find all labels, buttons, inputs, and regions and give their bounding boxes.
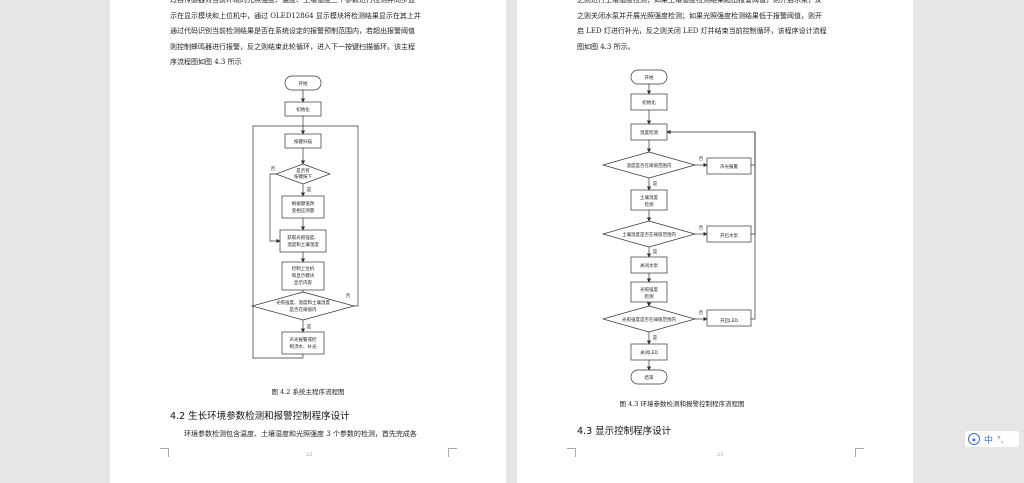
page-number: 23 [717, 452, 724, 458]
flow-init-label: 初始化 [642, 99, 656, 106]
page-corner-mark [567, 448, 576, 457]
flow-acquire-label: 获取光照强度、 [287, 234, 319, 241]
page-corner-mark [855, 448, 864, 457]
flow-no-label: 否 [346, 293, 351, 299]
flow-temp-decision-label: 温度是否在阈值范围内 [627, 162, 672, 169]
flow-init-label: 初始化 [296, 106, 310, 113]
flow-yes-label: 是 [653, 181, 658, 187]
flow-no-label: 否 [699, 225, 704, 231]
flow-yes-label: 是 [653, 335, 658, 341]
flow-no-label: 否 [699, 310, 704, 316]
flow-range-decision-label: 是否在阈值内 [290, 306, 317, 313]
page-number: 22 [306, 452, 313, 458]
flow-sound-alarm-label: 声光报警 [720, 163, 738, 170]
flow-acquire-node [279, 229, 327, 253]
flow-key-decision [274, 163, 332, 185]
section-heading: 4.3 显示控制程序设计 [577, 426, 672, 437]
flow-pump-off-label: 关闭水泵 [640, 262, 658, 269]
flow-range-decision-label: 光照强度、温度和土壤湿度 [276, 299, 330, 306]
flow-adjust-label: 变相应测量 [292, 207, 315, 214]
figure-caption: 图 4.2 系统主程序流程图 [271, 388, 345, 396]
flow-control-label: 显示内容 [294, 279, 312, 286]
flow-light-detect-label: 光照强度 [640, 286, 658, 293]
figure-caption: 图 4.3 环境参数检测和报警控制程序流程图 [619, 400, 745, 408]
flow-no-label: 否 [699, 156, 704, 162]
flow-yes-label: 是 [653, 249, 658, 255]
flow-key-decision-label: 是否有 [296, 167, 310, 174]
flow-pump-on-label: 开启水泵 [720, 232, 738, 239]
page-corner-mark [448, 448, 457, 457]
flow-yes-label: 是 [307, 187, 312, 193]
env-detection-flowchart: 开始 初始化 温度检测 温度是否在阈值范围内 声光报警 土壤湿度 检测 土壤湿度… [601, 69, 756, 385]
flow-end-label: 结束 [645, 374, 654, 381]
ime-logo-icon[interactable]: ● [968, 433, 980, 445]
flow-temp-detect-label: 温度检测 [640, 129, 658, 136]
flow-alarm-label: 声光报警或控 [290, 336, 317, 343]
flow-adjust-label: 根据键值改 [292, 200, 315, 207]
flow-control-label: 控制上位机 [292, 265, 315, 272]
document-page-right: 之则进行土壤湿度检测；如果土壤湿度检测结果超出报警阈值，则开启水泵，反 之则关闭… [517, 0, 913, 483]
flow-alarm-label: 制浇水、补光 [290, 343, 317, 350]
flow-soil-detect-label: 检测 [645, 201, 654, 208]
flow-soil-decision-label: 土壤湿度是否在阈值范围内 [622, 231, 676, 238]
flow-start-label: 开始 [645, 74, 654, 81]
flow-range-decision [250, 291, 356, 321]
flow-control-label: 和显示模块 [292, 272, 315, 279]
flow-soil-detect-label: 土壤湿度 [640, 194, 658, 201]
flow-start-label: 开始 [299, 80, 308, 87]
flow-light-detect-label: 检测 [645, 293, 654, 300]
flow-key-scan-label: 按键扫描 [294, 138, 312, 145]
flow-alarm-node [281, 331, 325, 355]
section-heading: 4.2 生长环境参数检测和报警控制程序设计 [170, 411, 350, 422]
flow-light-decision-label: 光照强度是否在阈值范围内 [622, 316, 676, 323]
document-page-left: 过各传感器对当前环境的光照强度、温度、土壤湿度三个参数进行检测并同步显 示在显示… [110, 0, 506, 483]
flow-yes-label: 是 [307, 324, 312, 330]
flow-control-node [281, 261, 325, 291]
ime-language-toggle[interactable]: 中 [984, 435, 994, 446]
flow-led-on-label: 开启LED [720, 317, 738, 324]
flow-adjust-node [281, 195, 325, 219]
flow-no-label: 否 [271, 166, 276, 172]
page-corner-mark [160, 448, 169, 457]
page-right-paragraph: 之则进行土壤湿度检测；如果土壤湿度检测结果超出报警阈值，则开启水泵，反 之则关闭… [577, 0, 827, 51]
body-text: 环境参数检测包含温度、土壤湿度和光照强度 3 个参数的检测，首先完成各 [184, 430, 417, 438]
flow-led-off-label: 关闭LED [640, 349, 658, 356]
main-program-flowchart: 开始 初始化 按键扫描 是否有 按键按下 根据键值改 变相应测量 获取光照强度、… [250, 75, 359, 359]
ime-punctuation-toggle[interactable]: °, [997, 434, 1004, 444]
ime-toolbar[interactable]: ● 中 °, [965, 431, 1019, 447]
flow-key-decision-label: 按键按下 [294, 173, 312, 180]
flow-acquire-label: 温度和土壤湿度 [287, 241, 319, 248]
page-left-paragraph: 过各传感器对当前环境的光照强度、温度、土壤湿度三个参数进行检测并同步显 示在显示… [170, 0, 421, 67]
